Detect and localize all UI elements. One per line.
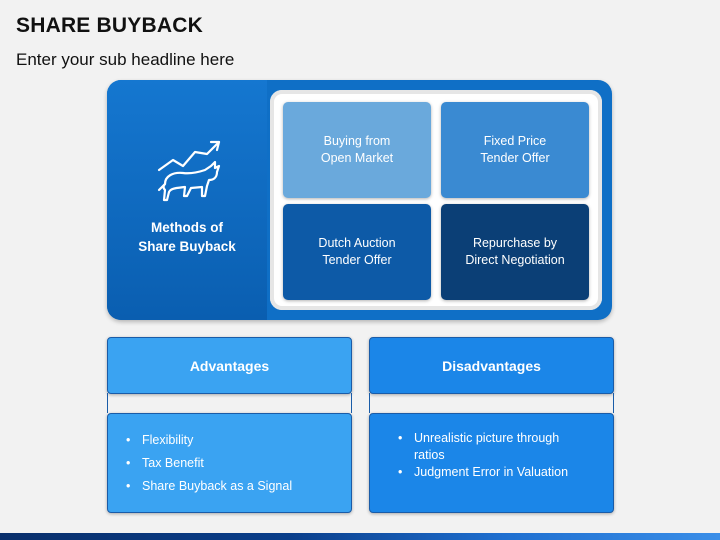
method-tile-dutch-auction: Dutch Auction Tender Offer	[283, 204, 431, 300]
method-tile-open-market: Buying from Open Market	[283, 102, 431, 198]
list-item: Share Buyback as a Signal	[126, 478, 292, 495]
advantages-list: Flexibility Tax Benefit Share Buyback as…	[126, 432, 292, 501]
method-tile-fixed-price: Fixed Price Tender Offer	[441, 102, 589, 198]
methods-grid: Buying from Open Market Fixed Price Tend…	[270, 90, 602, 310]
list-item: Flexibility	[126, 432, 292, 449]
methods-panel: Methods of Share Buyback Buying from Ope…	[107, 80, 612, 320]
advantages-heading: Advantages	[107, 337, 352, 394]
disadvantages-list: Unrealistic picture through ratios Judgm…	[398, 430, 574, 481]
list-item: Judgment Error in Valuation	[398, 464, 574, 481]
page-subtitle: Enter your sub headline here	[16, 50, 235, 69]
list-item: Unrealistic picture through ratios	[398, 430, 574, 464]
disadvantages-connector	[369, 393, 614, 413]
bull-market-icon	[157, 140, 221, 202]
disadvantages-list-box: Unrealistic picture through ratios Judgm…	[369, 413, 614, 513]
methods-header: Methods of Share Buyback	[107, 80, 267, 320]
list-item: Tax Benefit	[126, 455, 292, 472]
advantages-list-box: Flexibility Tax Benefit Share Buyback as…	[107, 413, 352, 513]
advantages-connector	[107, 393, 352, 413]
method-tile-direct-negotiation: Repurchase by Direct Negotiation	[441, 204, 589, 300]
methods-label: Methods of Share Buyback	[138, 220, 236, 254]
disadvantages-heading: Disadvantages	[369, 337, 614, 394]
page-title: SHARE BUYBACK	[16, 14, 203, 37]
footer-stripe	[0, 533, 720, 540]
